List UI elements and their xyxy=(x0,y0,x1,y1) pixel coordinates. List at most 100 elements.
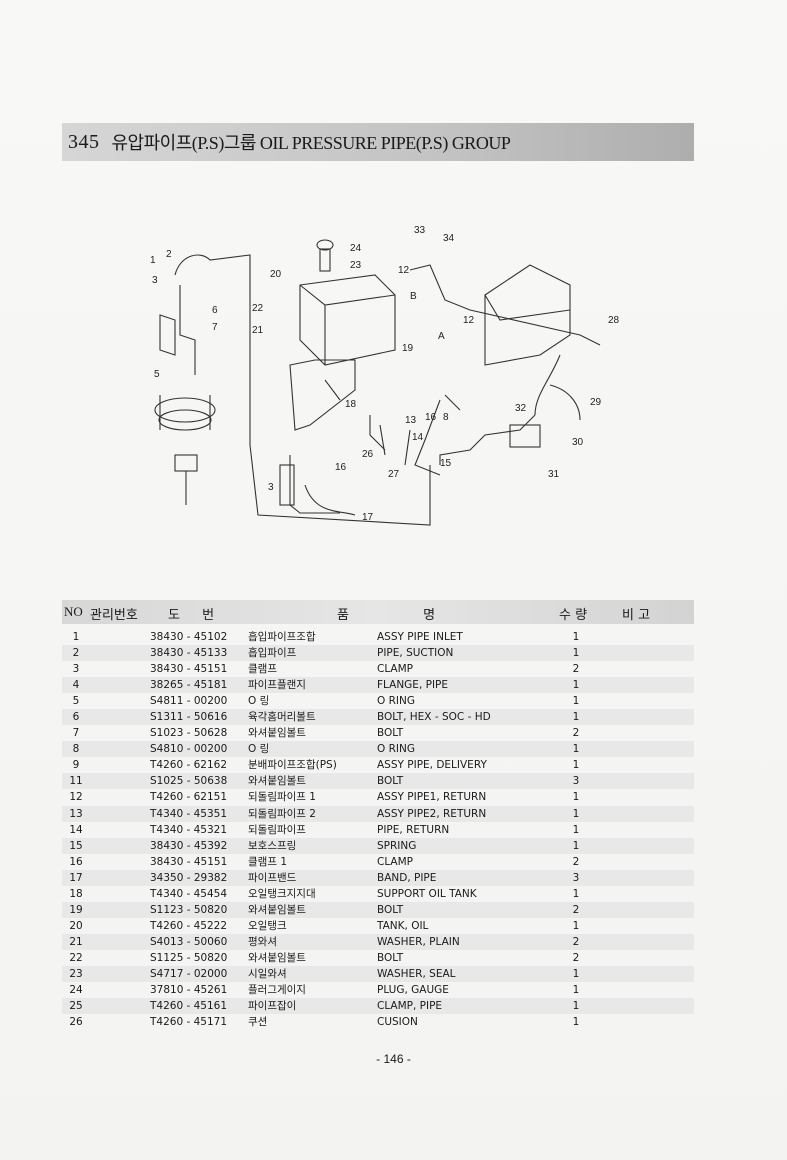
header-no: NO xyxy=(64,604,83,619)
svg-text:15: 15 xyxy=(440,458,452,469)
svg-text:19: 19 xyxy=(402,343,414,354)
page-number: - 146 - xyxy=(376,1052,411,1066)
part-name-english: FLANGE, PIPE xyxy=(377,679,449,692)
svg-text:26: 26 xyxy=(362,449,374,460)
svg-text:12: 12 xyxy=(398,265,410,276)
part-name-english: ASSY PIPE, DELIVERY xyxy=(377,759,487,772)
row-number: 8 xyxy=(72,743,80,756)
svg-text:16: 16 xyxy=(335,462,347,473)
svg-text:29: 29 xyxy=(590,397,602,408)
row-number: 1 xyxy=(72,631,80,643)
row-number: 21 xyxy=(69,935,83,948)
quantity: 1 xyxy=(572,823,580,836)
part-name-english: CLAMP xyxy=(377,855,413,868)
svg-text:2: 2 xyxy=(166,249,172,260)
header-drawing-number: 도 번 xyxy=(168,608,215,623)
row-number: 14 xyxy=(69,823,83,836)
quantity: 1 xyxy=(572,1000,580,1013)
part-name-korean: 플러그게이지 xyxy=(248,984,306,997)
part-code: S4810 - 00200 xyxy=(150,743,228,756)
part-name-english: O RING xyxy=(377,743,415,756)
part-code: 38430 - 45133 xyxy=(150,647,228,660)
part-name-english: WASHER, SEAL xyxy=(377,967,456,980)
part-name-english: BOLT xyxy=(377,775,404,788)
svg-text:6: 6 xyxy=(212,305,218,316)
part-name-english: O RING xyxy=(377,695,415,708)
row-number: 25 xyxy=(69,1000,83,1013)
row-number: 3 xyxy=(72,663,80,676)
quantity: 1 xyxy=(572,807,580,820)
row-number: 15 xyxy=(69,839,83,852)
quantity: 1 xyxy=(572,711,580,724)
row-number: 6 xyxy=(72,711,80,724)
row-number: 9 xyxy=(72,759,80,772)
part-name-english: PIPE, SUCTION xyxy=(377,647,454,660)
part-name-korean: 보호스프링 xyxy=(248,839,297,852)
part-name-korean: 평와셔 xyxy=(248,935,277,948)
quantity: 1 xyxy=(572,839,580,852)
part-code: S4013 - 50060 xyxy=(150,935,228,948)
svg-text:8: 8 xyxy=(443,412,449,423)
part-code: S1125 - 50820 xyxy=(150,951,228,964)
part-name-korean: 되돌림파이프 xyxy=(248,823,306,836)
row-number: 13 xyxy=(69,807,83,820)
quantity: 2 xyxy=(572,855,580,868)
section-title: 유압파이프(P.S)그룹 OIL PRESSURE PIPE(P.S) GROU… xyxy=(111,133,511,153)
svg-text:3: 3 xyxy=(268,482,274,493)
svg-text:13: 13 xyxy=(405,415,417,426)
quantity: 1 xyxy=(572,984,580,997)
part-name-korean: 파이프밴드 xyxy=(248,871,297,884)
row-number: 17 xyxy=(69,871,83,884)
quantity: 1 xyxy=(572,631,580,643)
header-mgmt-number: 관리번호 xyxy=(90,608,138,623)
part-name-korean: 흡입파이프 xyxy=(248,647,297,660)
part-name-english: BAND, PIPE xyxy=(377,871,437,884)
svg-text:12: 12 xyxy=(463,315,475,326)
row-number: 12 xyxy=(69,791,83,804)
part-name-korean: 흡입파이프조합 xyxy=(248,631,316,643)
parts-table-header: NO 관리번호 도 번 품 명 수 량 비 고 xyxy=(62,600,694,624)
part-code: T4260 - 62162 xyxy=(150,759,228,772)
part-code: T4260 - 45161 xyxy=(150,1000,228,1013)
svg-text:5: 5 xyxy=(154,369,160,380)
part-name-english: BOLT xyxy=(377,727,404,740)
part-name-english: BOLT xyxy=(377,903,404,916)
part-name-korean: 와셔붙임볼트 xyxy=(248,903,306,916)
part-code: S1025 - 50638 xyxy=(150,775,228,788)
part-code: S1023 - 50628 xyxy=(150,727,228,740)
quantity: 1 xyxy=(572,919,580,932)
part-name-korean: 클램프 1 xyxy=(248,855,287,868)
svg-text:B: B xyxy=(410,291,417,302)
svg-text:28: 28 xyxy=(608,315,620,326)
part-name-korean: O 링 xyxy=(248,695,270,708)
quantity: 1 xyxy=(572,679,580,692)
part-code: 34350 - 29382 xyxy=(150,871,228,884)
svg-text:1: 1 xyxy=(150,255,156,266)
svg-text:27: 27 xyxy=(388,469,400,480)
svg-text:20: 20 xyxy=(270,269,282,280)
quantity: 2 xyxy=(572,663,580,676)
part-code: 38430 - 45151 xyxy=(150,855,228,868)
part-code: T4260 - 62151 xyxy=(150,791,228,804)
svg-text:A: A xyxy=(438,331,445,342)
quantity: 1 xyxy=(572,1016,580,1029)
quantity: 1 xyxy=(572,791,580,804)
part-name-english: BOLT xyxy=(377,951,404,964)
quantity: 3 xyxy=(572,871,580,884)
part-code: 38265 - 45181 xyxy=(150,679,228,692)
svg-text:16: 16 xyxy=(425,412,437,423)
